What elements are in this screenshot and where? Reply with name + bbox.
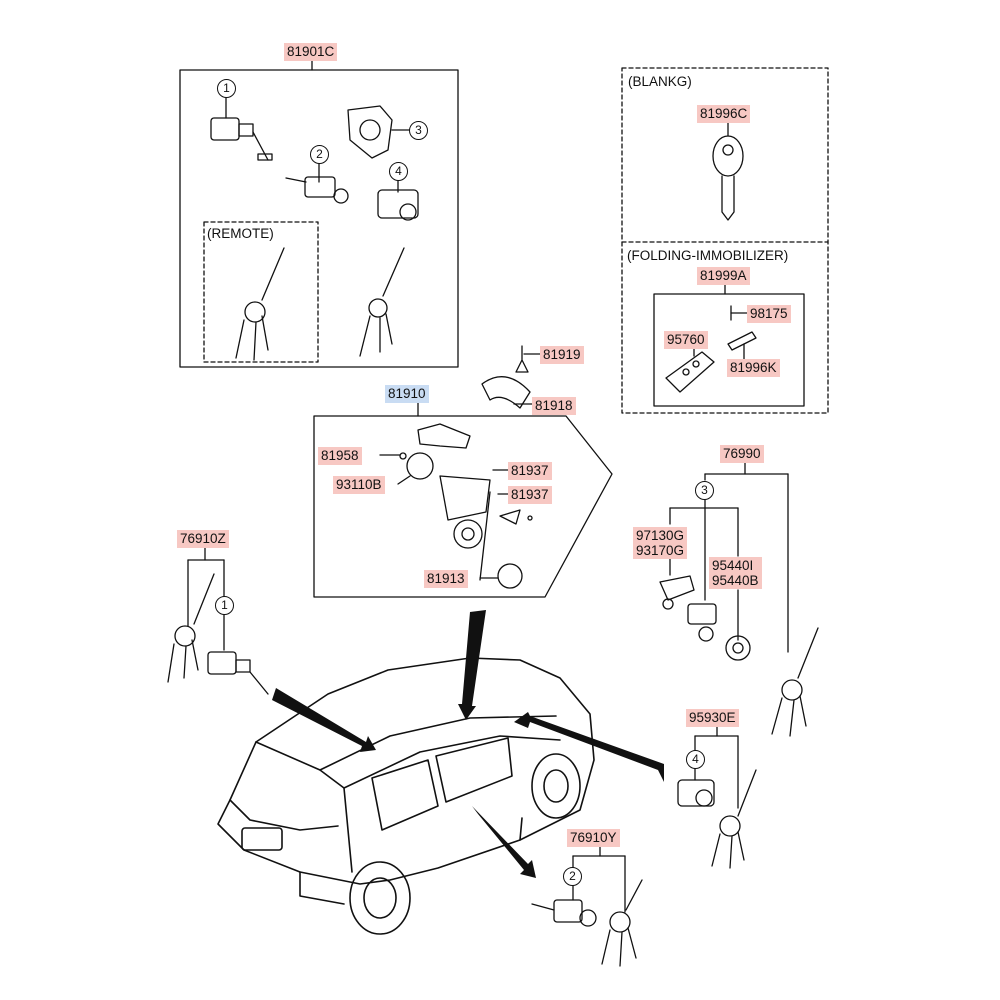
arrow-front-door xyxy=(272,688,376,752)
box-key-options xyxy=(621,67,829,414)
callout-2-top: 2 xyxy=(310,145,329,164)
callout-1-top: 1 xyxy=(217,79,236,98)
label-81919: 81919 xyxy=(540,346,584,364)
label-76990: 76990 xyxy=(720,445,764,463)
blank-key xyxy=(712,135,744,221)
label-folding-immobilizer: (FOLDING-IMMOBILIZER) xyxy=(627,248,789,263)
callout-2-bottom: 2 xyxy=(563,867,582,886)
door-lock-cylinder-1 xyxy=(210,97,273,161)
label-81910: 81910 xyxy=(385,385,429,403)
callout-3-top: 3 xyxy=(409,121,428,140)
arrow-tailgate xyxy=(472,806,536,878)
label-81913: 81913 xyxy=(424,570,468,588)
label-81958: 81958 xyxy=(318,447,362,465)
label-97130g-93170g: 97130G 93170G xyxy=(633,527,688,559)
set-76990-keys xyxy=(771,627,819,737)
box-folding-key xyxy=(653,293,805,407)
label-93110b: 93110B xyxy=(333,476,385,494)
set-76990-leaders xyxy=(669,459,789,653)
car-outline xyxy=(217,657,595,935)
ignition-parts xyxy=(379,345,541,589)
folding-key-parts xyxy=(665,305,757,393)
label-95760: 95760 xyxy=(664,331,708,349)
label-81901c: 81901C xyxy=(284,43,338,61)
keys xyxy=(359,247,405,357)
set-76910z xyxy=(167,545,269,695)
label-76910z: 76910Z xyxy=(177,530,229,548)
label-81937-b: 81937 xyxy=(508,486,552,504)
lock-cylinder-2 xyxy=(285,162,349,204)
label-remote: (REMOTE) xyxy=(207,226,274,241)
box-81901c xyxy=(179,69,459,368)
label-95930e: 95930E xyxy=(686,709,739,727)
label-81937-a: 81937 xyxy=(508,462,552,480)
label-81996k: 81996K xyxy=(727,359,780,377)
label-blankg: (BLANKG) xyxy=(628,74,692,89)
remote-keys xyxy=(235,247,285,361)
callout-3-right: 3 xyxy=(695,481,714,500)
box-remote xyxy=(203,221,319,363)
set-95930e xyxy=(677,725,757,869)
tailgate-lock-3 xyxy=(347,105,411,159)
glove-box-lock-4 xyxy=(377,179,419,221)
set-76990-parts xyxy=(659,575,751,661)
arrow-rear-door xyxy=(514,712,664,782)
label-81918: 81918 xyxy=(532,397,576,415)
label-95440: 95440I 95440B xyxy=(709,557,762,589)
label-81996c: 81996C xyxy=(697,105,751,123)
set-76910y xyxy=(531,843,643,967)
label-98175: 98175 xyxy=(747,305,791,323)
callout-4-top: 4 xyxy=(389,162,408,181)
box-ignition xyxy=(313,415,613,598)
callout-1-left: 1 xyxy=(215,596,234,615)
callout-4-right: 4 xyxy=(686,750,705,769)
arrow-ignition xyxy=(458,610,486,720)
label-81999a: 81999A xyxy=(697,267,750,285)
label-76910y: 76910Y xyxy=(567,829,620,847)
